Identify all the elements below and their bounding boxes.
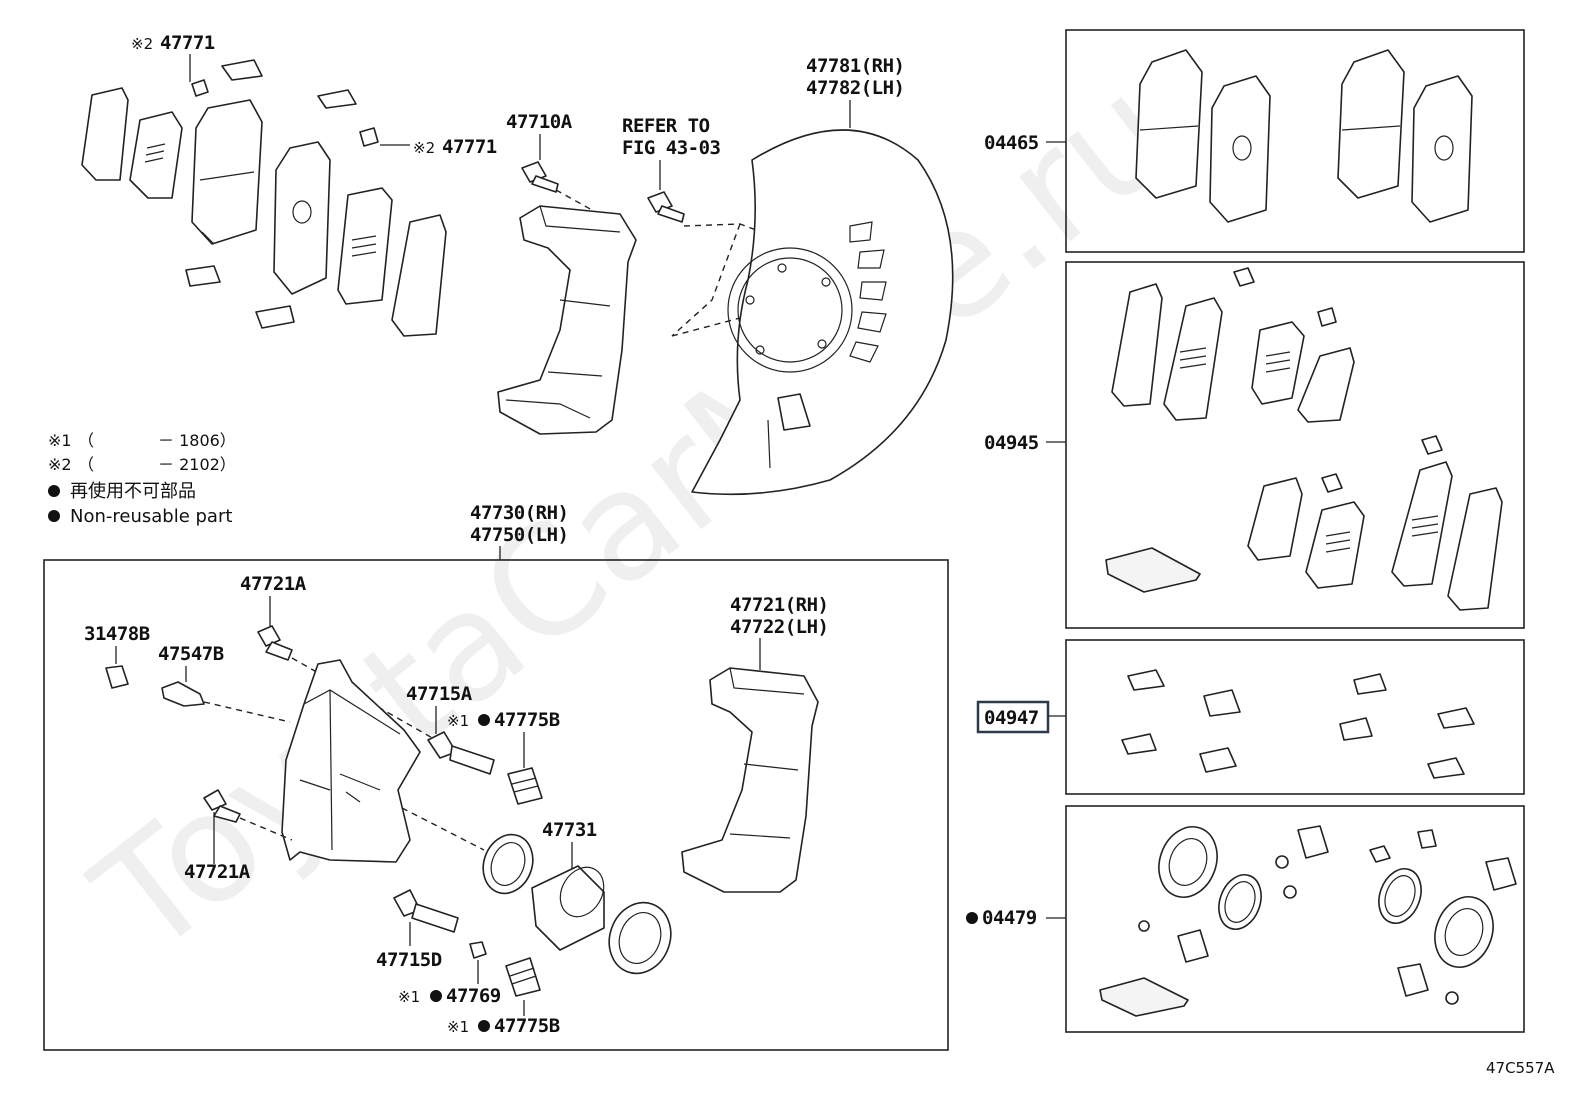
boot-47775B-bot (505, 957, 541, 997)
legend-note2-range: （ － 2102） (78, 455, 236, 474)
cap-31478B (105, 665, 129, 689)
label-31478B: 31478B (84, 623, 150, 645)
label-47722: 47722(LH) (730, 616, 828, 638)
kit-04947-clips (1121, 669, 1475, 779)
label-47771-mid: 47771 (442, 136, 497, 158)
kit-box-04945 (1065, 261, 1525, 629)
kit-04465-pads (1135, 49, 1473, 223)
nonreusable-dot-icon (478, 1020, 490, 1032)
piston-boot (608, 901, 672, 975)
label-47730: 47730(RH) (470, 502, 568, 524)
label-47731: 47731 (542, 819, 597, 841)
bolt-refer (647, 191, 685, 223)
label-04945: 04945 (984, 432, 1039, 454)
label-47775B-bot: 47775B (494, 1015, 560, 1037)
caliper-assembly-box (43, 559, 949, 1051)
mark-note2-top: ※2 (131, 35, 153, 53)
label-47769: 47769 (446, 985, 501, 1007)
selected-part-highlight[interactable] (976, 700, 1050, 734)
label-47775B-top: 47775B (494, 709, 560, 731)
label-47721A-top: 47721A (240, 573, 307, 595)
legend-note1-mark: ※1 (48, 431, 72, 450)
nonreusable-dot-icon (478, 714, 490, 726)
kit-box-04947 (1065, 639, 1525, 795)
label-04947[interactable]: 04947 (984, 707, 1039, 729)
mark-note1-47769: ※1 (398, 988, 420, 1006)
mark-note2-mid: ※2 (413, 139, 435, 157)
label-47782: 47782(LH) (806, 77, 904, 99)
legend-note1-range: （ － 1806） (78, 431, 236, 450)
caliper-mount-top (497, 205, 637, 435)
label-04465: 04465 (984, 132, 1039, 154)
seal-ring (482, 833, 534, 895)
cap-47769 (469, 941, 487, 959)
piston-47731 (531, 865, 605, 951)
legend-nonreusable-jp: 再使用不可部品 (70, 481, 196, 502)
diagram-code: 47C557A (1486, 1059, 1555, 1077)
mark-note1-47775B-top: ※1 (447, 712, 469, 730)
nonreusable-dot-icon (48, 510, 60, 522)
label-refer-line2: FIG 43-03 (622, 137, 721, 159)
mark-note1-47775B-bot: ※1 (447, 1018, 469, 1036)
kit-box-04479 (1065, 805, 1525, 1033)
label-47721A-bot: 47721A (184, 861, 251, 883)
bolt-47710A (521, 161, 559, 193)
nonreusable-dot-icon (48, 485, 60, 497)
label-47715A: 47715A (406, 683, 473, 705)
guide-pin-47715A (427, 731, 495, 775)
boot-47775B-top (507, 767, 543, 805)
label-47710A: 47710A (506, 111, 573, 133)
kit-04479-seals (1099, 825, 1517, 1017)
label-47771-top: 47771 (160, 32, 215, 54)
legend: ※1 （ － 1806） ※2 （ － 2102） 再使用不可部品 Non-re… (48, 431, 236, 527)
guide-pin-47715D (393, 889, 459, 933)
pad-set-exploded (81, 59, 447, 337)
nonreusable-dot-icon (430, 990, 442, 1002)
nonreusable-dot-icon (966, 912, 978, 924)
label-refer-line1: REFER TO (622, 115, 710, 137)
label-47781: 47781(RH) (806, 55, 904, 77)
label-04479: 04479 (982, 907, 1037, 929)
label-47721: 47721(RH) (730, 594, 828, 616)
caliper-body (281, 659, 421, 863)
label-47715D: 47715D (376, 949, 442, 971)
kit-04945-shims (1105, 267, 1503, 611)
label-47750: 47750(LH) (470, 524, 568, 546)
dust-shield (691, 129, 954, 496)
legend-note2-mark: ※2 (48, 455, 72, 474)
caliper-mount-bottom (681, 667, 819, 893)
kit-box-04465 (1065, 29, 1525, 253)
legend-nonreusable-en: Non-reusable part (70, 506, 232, 527)
guide-pin-47721A-bot (203, 789, 241, 823)
guide-pin-47721A-top (257, 625, 293, 661)
label-47547B: 47547B (158, 643, 224, 665)
bleeder-47547B (161, 681, 205, 707)
